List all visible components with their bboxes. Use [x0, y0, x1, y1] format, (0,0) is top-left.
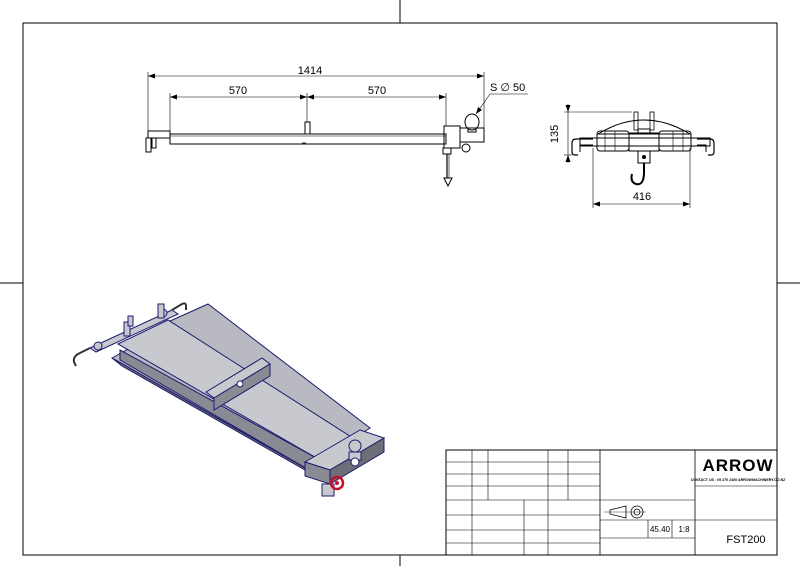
dimension-ball-size: S ∅ 50: [490, 82, 525, 94]
dimension-span-left: 570: [229, 85, 247, 97]
company-logo: ARROW: [702, 456, 773, 475]
dimension-width: 416: [633, 191, 651, 203]
weight-value: 45.40: [650, 525, 671, 534]
isometric-view: [72, 302, 386, 497]
dimension-height: 135: [549, 125, 561, 143]
contact-line: CONTACT US : 09 270 2400 ARROWMACHINERY.…: [691, 478, 787, 482]
front-view-dimensions: 1414 570 570 S ∅ 50: [147, 65, 528, 134]
title-block: ARROW CONTACT US : 09 270 2400 ARROWMACH…: [445, 449, 787, 556]
dimension-overall-length: 1414: [298, 65, 322, 77]
front-view: [145, 113, 485, 188]
part-number: FST200: [726, 534, 765, 546]
dimension-span-right: 570: [368, 85, 386, 97]
projection-symbol-icon: [604, 505, 646, 519]
end-view: [571, 111, 715, 186]
scale-value: 1:8: [678, 525, 690, 534]
end-view-dimensions: 135 416: [549, 104, 691, 208]
